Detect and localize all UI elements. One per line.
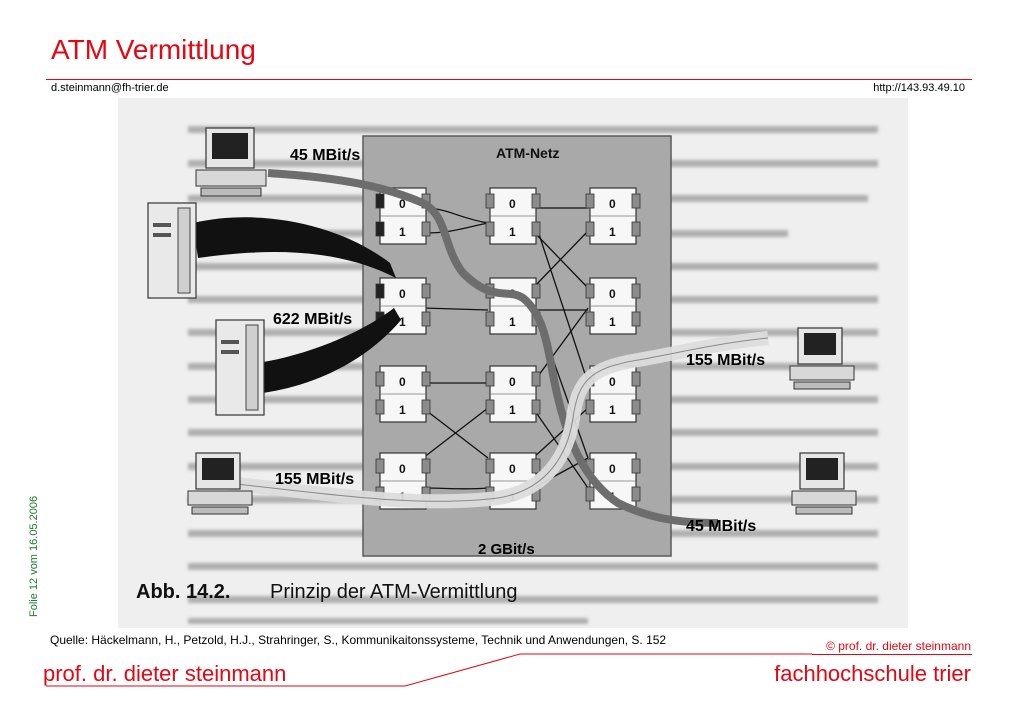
label-155-mbits-right: 155 MBit/s <box>686 352 765 369</box>
switch-module: 01 <box>585 277 641 335</box>
switch-port <box>421 311 431 327</box>
switch-port-label: 0 <box>399 462 406 476</box>
switch-port <box>485 399 495 415</box>
switch-port-label: 1 <box>509 315 516 329</box>
switch-port <box>631 399 641 415</box>
switch-port <box>375 193 385 209</box>
label-45-mbits-top: 45 MBit/s <box>290 147 360 164</box>
switch-port-label: 0 <box>399 375 406 389</box>
switch-port-label: 1 <box>509 225 516 239</box>
switch-module: 01 <box>485 365 541 423</box>
switch-port <box>531 283 541 299</box>
switch-port <box>421 458 431 474</box>
label-155-mbits-left: 155 MBit/s <box>275 471 354 488</box>
label-2-gbits: 2 GBit/s <box>478 541 535 558</box>
switch-port-label: 1 <box>609 403 616 417</box>
switch-port <box>585 311 595 327</box>
server-lower-icon <box>215 319 265 416</box>
caption-number: Abb. 14.2. <box>136 581 230 603</box>
copyright-rule <box>812 654 972 655</box>
computer-right-icon <box>789 327 855 390</box>
copyright-notice: © prof. dr. dieter steinmann <box>826 639 971 653</box>
switch-port <box>375 458 385 474</box>
switch-port-label: 1 <box>399 403 406 417</box>
switch-port-label: 0 <box>509 462 516 476</box>
atm-network-label: ATM-Netz <box>496 145 560 161</box>
switch-port <box>631 371 641 387</box>
switch-port <box>375 221 385 237</box>
switch-port-label: 0 <box>609 375 616 389</box>
switch-port <box>531 221 541 237</box>
slide-number-label: Folie 12 vom 16.05.2006 <box>28 495 40 617</box>
title-rule <box>46 79 972 80</box>
switch-port <box>531 458 541 474</box>
switch-port-label: 0 <box>399 197 406 211</box>
switch-port <box>375 283 385 299</box>
switch-port <box>585 283 595 299</box>
switch-module: 01 <box>375 365 431 423</box>
switch-port <box>631 311 641 327</box>
switch-port <box>421 283 431 299</box>
switch-port <box>631 283 641 299</box>
computer-top-left-icon <box>195 127 267 197</box>
switch-port-label: 1 <box>399 315 406 329</box>
switch-port <box>421 399 431 415</box>
switch-module: 01 <box>485 187 541 245</box>
school-name: fachhochschule trier <box>774 661 971 686</box>
url-address: http://143.93.49.10 <box>873 82 965 94</box>
author-name: prof. dr. dieter steinmann <box>43 661 287 686</box>
switch-port <box>531 193 541 209</box>
switch-port <box>585 221 595 237</box>
switch-port <box>531 399 541 415</box>
switch-port <box>485 371 495 387</box>
switch-port <box>631 221 641 237</box>
switch-port <box>585 486 595 502</box>
switch-port <box>531 371 541 387</box>
switch-port-label: 1 <box>609 225 616 239</box>
switch-module: 01 <box>585 187 641 245</box>
switch-port-label: 0 <box>509 197 516 211</box>
switch-port-label: 0 <box>399 287 406 301</box>
switch-port <box>485 193 495 209</box>
link-622-upper <box>193 217 396 278</box>
computer-bottom-right-icon <box>791 452 857 515</box>
path-155-mbits-outline <box>227 337 769 502</box>
switch-port <box>485 221 495 237</box>
switch-port <box>631 193 641 209</box>
switch-port-label: 0 <box>609 197 616 211</box>
switch-port <box>631 458 641 474</box>
caption-text: Prinzip der ATM-Vermittlung <box>270 581 518 603</box>
switch-port <box>585 193 595 209</box>
path-45-mbits <box>267 169 719 527</box>
switch-port <box>485 458 495 474</box>
switch-port <box>485 311 495 327</box>
switch-port <box>585 399 595 415</box>
switch-port-label: 0 <box>609 287 616 301</box>
switch-port <box>375 399 385 415</box>
slide-title: ATM Vermittlung <box>51 34 256 65</box>
link-622-lower <box>258 308 401 393</box>
switch-port-label: 1 <box>509 403 516 417</box>
switch-port <box>631 486 641 502</box>
email-address: d.steinmann@fh-trier.de <box>51 82 169 94</box>
source-citation: Quelle: Häckelmann, H., Petzold, H.J., S… <box>50 633 667 647</box>
server-upper-icon <box>147 202 197 299</box>
switch-port <box>375 371 385 387</box>
switch-port-label: 1 <box>399 225 406 239</box>
switch-port-label: 1 <box>609 315 616 329</box>
switch-port <box>421 221 431 237</box>
switch-port <box>421 371 431 387</box>
switch-port-label: 0 <box>509 375 516 389</box>
label-45-mbits-bottom: 45 MBit/s <box>686 518 756 535</box>
label-622-mbits: 622 MBit/s <box>273 311 352 328</box>
switch-port-label: 0 <box>609 462 616 476</box>
computer-bottom-left-icon <box>187 452 253 515</box>
